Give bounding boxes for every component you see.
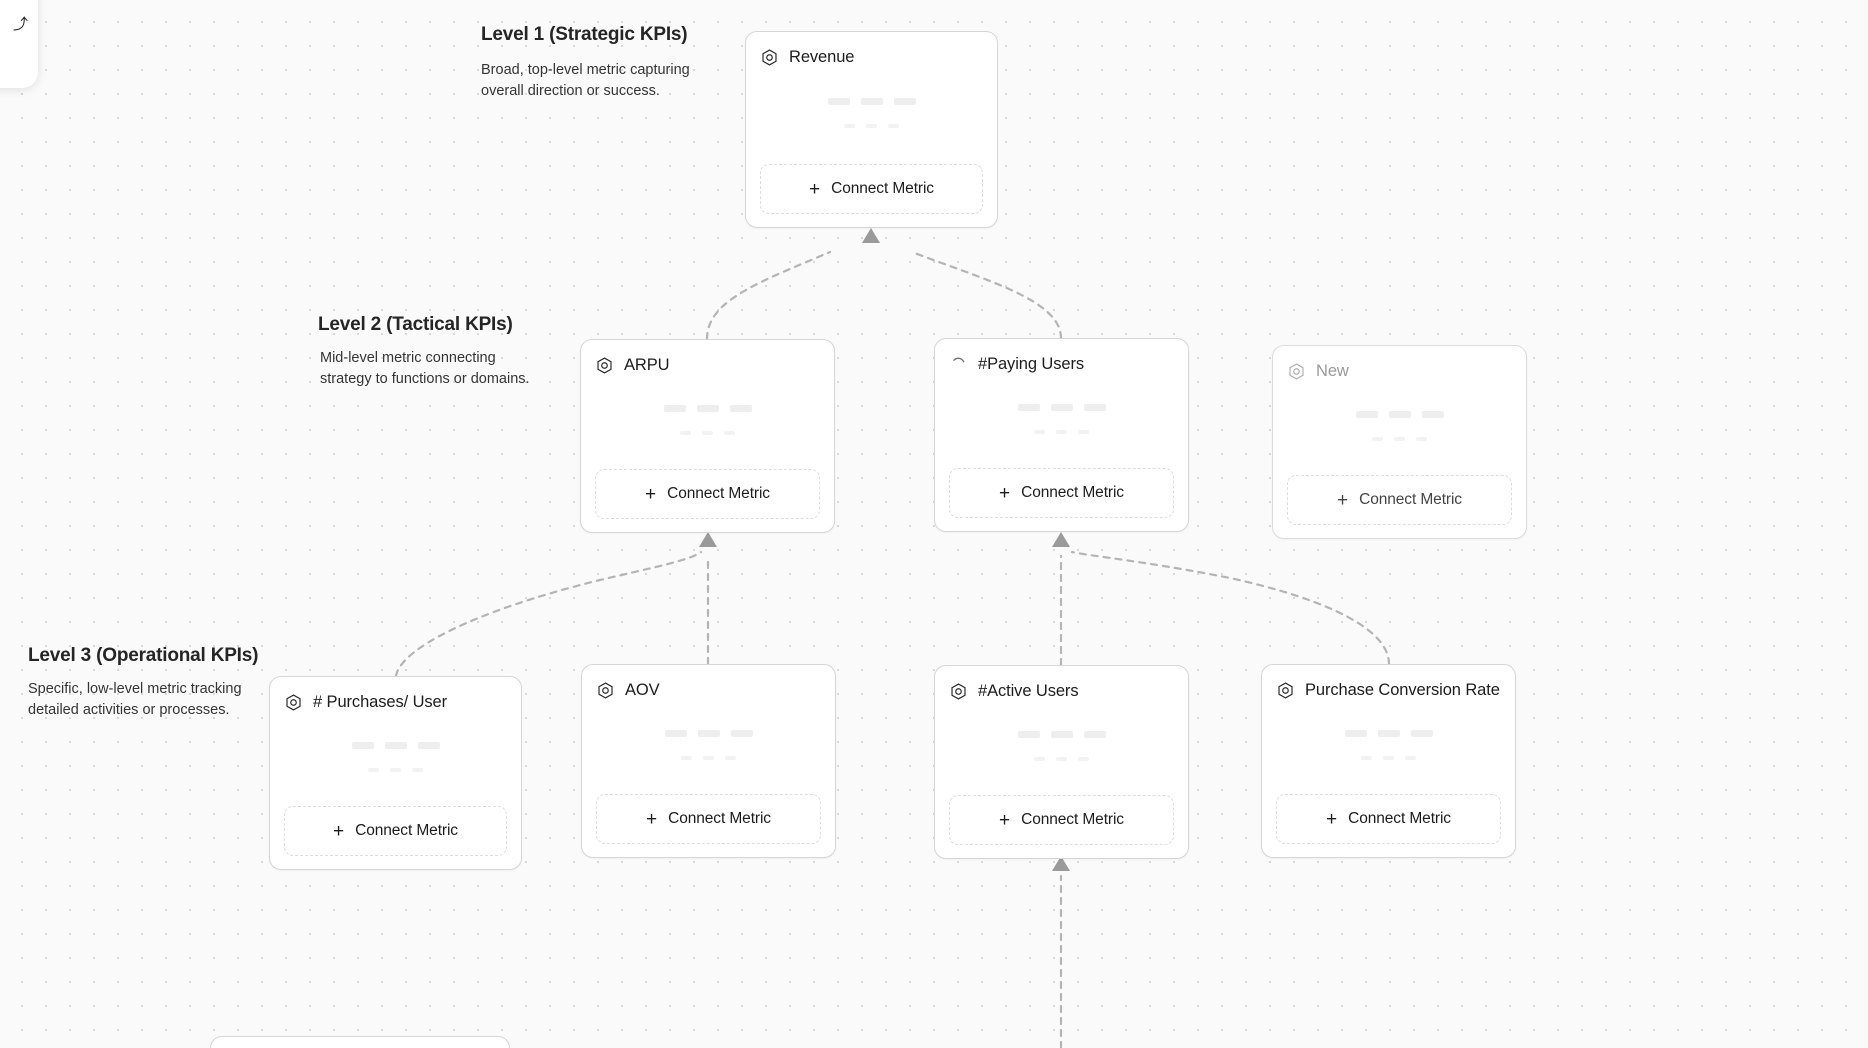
plus-icon: + — [1326, 808, 1338, 830]
card-header: #Active Users — [949, 680, 1174, 702]
plus-icon: + — [999, 809, 1011, 831]
card-skeleton-placeholder — [284, 713, 507, 806]
connect-metric-label: Connect Metric — [667, 485, 770, 502]
connect-metric-button[interactable]: + Connect Metric — [1276, 794, 1501, 844]
connect-metric-button[interactable]: + Connect Metric — [284, 806, 507, 856]
card-title: #Paying Users — [978, 354, 1084, 373]
card-title: #Active Users — [978, 681, 1079, 700]
card-header: Revenue — [760, 46, 983, 68]
hexagon-target-icon — [951, 682, 966, 700]
card-skeleton-placeholder — [1276, 701, 1501, 794]
metric-card-revenue[interactable]: Revenue + Connect Metric — [745, 31, 998, 228]
level-3-title: Level 3 (Operational KPIs) — [28, 645, 259, 666]
corner-panel-glyph: ⤴ — [12, 15, 28, 33]
arrowhead-revenue — [862, 228, 880, 243]
plus-icon: + — [1337, 489, 1349, 511]
corner-floating-panel[interactable]: ⤴ — [0, 0, 38, 88]
connect-metric-label: Connect Metric — [1021, 484, 1124, 501]
plus-icon: + — [645, 483, 657, 505]
connect-metric-label: Connect Metric — [831, 180, 934, 197]
card-title: AOV — [625, 680, 660, 699]
hexagon-target-icon — [1289, 362, 1304, 380]
card-skeleton-placeholder — [596, 701, 821, 794]
card-title: Purchase Conversion Rate — [1305, 680, 1500, 699]
card-skeleton-placeholder — [949, 375, 1174, 468]
connect-metric-button[interactable]: + Connect Metric — [1287, 475, 1512, 525]
level-2-description: Mid-level metric connecting strategy to … — [320, 350, 530, 387]
card-skeleton-placeholder — [1287, 382, 1512, 475]
level-label-3: Level 3 (Operational KPIs) Specific, low… — [28, 645, 258, 721]
arrowhead-arpu-center — [699, 532, 717, 547]
card-title: # Purchases/ User — [313, 692, 448, 711]
connect-metric-label: Connect Metric — [668, 810, 771, 827]
metric-card-arpu[interactable]: ARPU + Connect Metric — [580, 339, 835, 533]
edge-arpu-to-revenue — [705, 250, 832, 341]
edge-purchases-to-arpu — [394, 550, 703, 678]
metric-card-purchase-conversion-rate[interactable]: Purchase Conversion Rate + Connect Metri… — [1261, 664, 1516, 858]
spinner-icon — [953, 357, 965, 362]
metric-card-paying-users[interactable]: #Paying Users + Connect Metric — [934, 338, 1189, 532]
connect-metric-button[interactable]: + Connect Metric — [949, 468, 1174, 518]
card-header: New — [1287, 360, 1512, 382]
card-skeleton-placeholder — [595, 376, 820, 469]
level-3-description: Specific, low-level metric tracking deta… — [28, 681, 242, 718]
level-label-2: Level 2 (Tactical KPIs) Mid-level metric… — [318, 314, 550, 390]
plus-icon: + — [999, 482, 1011, 504]
connect-metric-button[interactable]: + Connect Metric — [949, 795, 1174, 845]
hexagon-target-icon — [286, 693, 301, 711]
metric-card-active-users[interactable]: #Active Users + Connect Metric — [934, 665, 1189, 859]
connect-metric-button[interactable]: + Connect Metric — [760, 164, 983, 214]
card-title: Revenue — [789, 47, 855, 66]
level-2-title: Level 2 (Tactical KPIs) — [318, 314, 513, 335]
level-label-1: Level 1 (Strategic KPIs) Broad, top-leve… — [481, 24, 711, 102]
card-title: New — [1316, 361, 1349, 380]
hexagon-target-icon — [598, 681, 613, 699]
card-header: #Paying Users — [949, 353, 1174, 375]
card-skeleton-placeholder — [949, 702, 1174, 795]
metric-card-purchases-per-user[interactable]: # Purchases/ User + Connect Metric — [269, 676, 522, 870]
connect-metric-label: Connect Metric — [355, 822, 458, 839]
card-title: ARPU — [624, 355, 670, 374]
plus-icon: + — [809, 178, 821, 200]
card-header: ARPU — [595, 354, 820, 376]
connect-metric-label: Connect Metric — [1021, 811, 1124, 828]
connect-metric-button[interactable]: + Connect Metric — [595, 469, 820, 519]
metric-card-aov[interactable]: AOV + Connect Metric — [581, 664, 836, 858]
card-header: # Purchases/ User — [284, 691, 507, 713]
connect-metric-label: Connect Metric — [1348, 810, 1451, 827]
metric-card-new[interactable]: New + Connect Metric — [1272, 345, 1527, 539]
plus-icon: + — [333, 820, 345, 842]
arrowhead-payingusers — [1052, 532, 1070, 547]
hexagon-target-icon — [597, 356, 612, 374]
level-1-description: Broad, top-level metric capturing overal… — [481, 62, 690, 99]
connect-metric-label: Connect Metric — [1359, 491, 1462, 508]
card-header: Purchase Conversion Rate — [1276, 679, 1501, 701]
plus-icon: + — [646, 808, 658, 830]
connect-metric-button[interactable]: + Connect Metric — [596, 794, 821, 844]
metric-card-offscreen-bottom[interactable] — [210, 1036, 510, 1048]
edge-conversion-to-payingusers — [1070, 550, 1391, 666]
level-1-title: Level 1 (Strategic KPIs) — [481, 24, 688, 45]
card-header: AOV — [596, 679, 821, 701]
hexagon-target-icon — [1278, 681, 1293, 699]
hexagon-target-icon — [762, 48, 777, 66]
edge-payingusers-to-revenue — [910, 250, 1063, 340]
card-skeleton-placeholder — [760, 68, 983, 164]
